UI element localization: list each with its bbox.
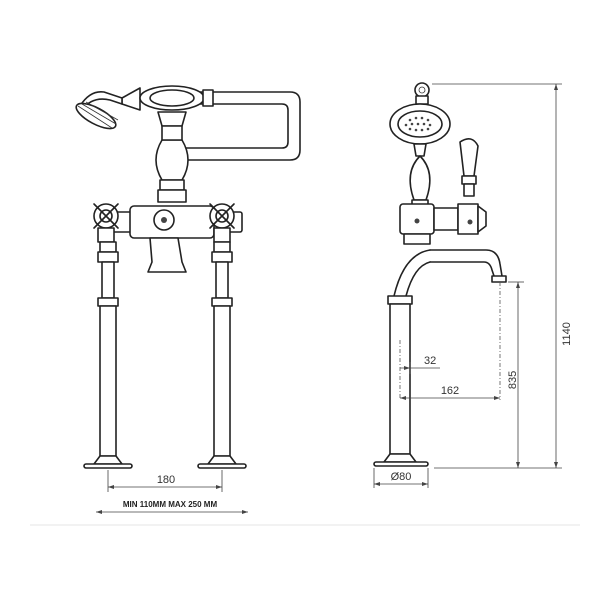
centres-label: 180 (157, 474, 175, 486)
shower-hose (171, 91, 301, 161)
side-shower-head (389, 82, 451, 145)
base-diameter-dimension: Ø80 (373, 468, 429, 488)
side-handset-grip (409, 155, 431, 201)
centres-range-label: MIN 110MM MAX 250 MM (123, 500, 218, 509)
spout-reach-label: 162 (441, 385, 459, 397)
centres-range-note: MIN 110MM MAX 250 MM (96, 500, 248, 514)
overall-height-dimension: 1140 (432, 83, 573, 468)
spout-nozzle (147, 237, 187, 273)
cold-cross-handle (93, 203, 119, 243)
shower-handset (75, 85, 214, 130)
spout-height-label: 835 (507, 371, 519, 389)
shower-head (79, 90, 123, 111)
pipe-offset-label: 32 (424, 355, 436, 367)
right-standpipe (197, 241, 247, 469)
spout-height-dimension: 835 (434, 281, 562, 469)
hot-cross-handle (209, 203, 235, 243)
side-spout (429, 249, 503, 277)
side-view: 32 162 835 1140 (373, 82, 573, 488)
left-standpipe (83, 241, 133, 469)
spout-reach-dimension: 162 (400, 385, 500, 400)
lever-handle (459, 138, 479, 197)
cradle (157, 111, 187, 127)
overall-height-label: 1140 (561, 322, 573, 346)
side-standpipe (373, 295, 429, 467)
pipe-offset-dimension: 32 (400, 355, 440, 374)
centres-dimension: 180 (107, 470, 223, 492)
front-view: 180 MIN 110MM MAX 250 MM (75, 85, 301, 514)
base-diameter-label: Ø80 (391, 471, 412, 483)
